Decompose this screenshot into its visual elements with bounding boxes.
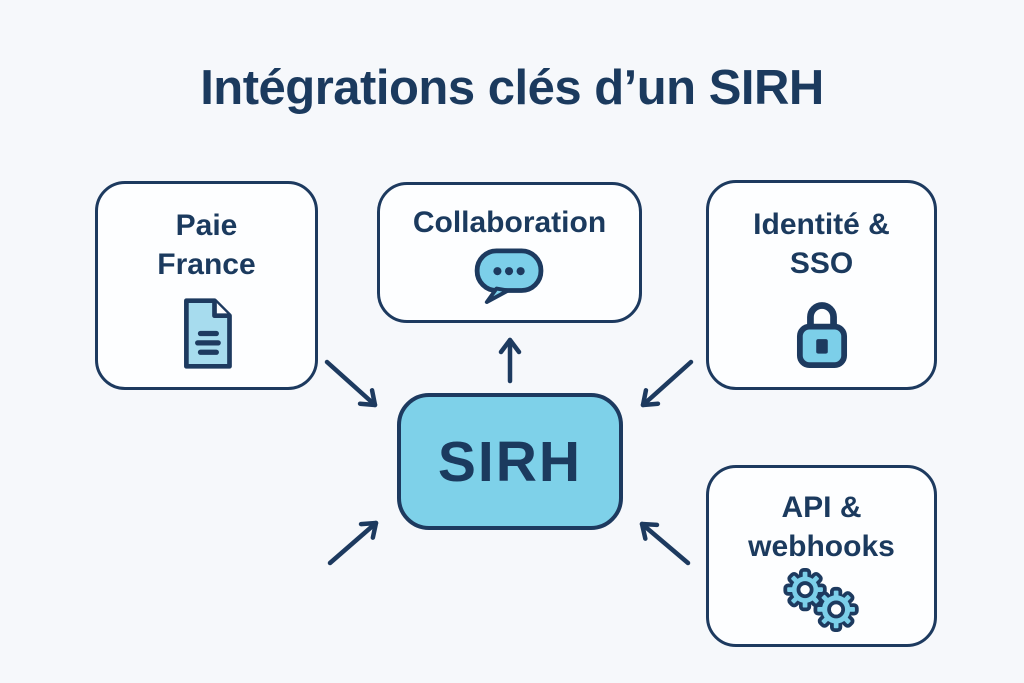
node-api-webhooks-label: API & webhooks (748, 491, 895, 563)
sirh-center-node: SIRH (397, 393, 623, 530)
page-title: Intégrations clés d’un SIRH (200, 61, 824, 115)
document-icon (183, 298, 232, 369)
node-paie-france: Paie France (95, 181, 318, 390)
gears-icon (782, 568, 859, 632)
node-collaboration-label: Collaboration (412, 206, 607, 239)
node-identite-sso: Identité & SSO (706, 180, 937, 390)
arrow-bottomleft-to-sirh (327, 520, 379, 566)
sirh-label: SIRH (437, 429, 583, 494)
node-api-webhooks: API & webhooks (706, 465, 937, 647)
arrow-paie-to-sirh (324, 359, 378, 408)
node-paie-france-label: Paie France (157, 209, 256, 281)
lock-icon (796, 302, 847, 369)
chat-bubble-icon (474, 248, 543, 305)
arrow-api-to-sirh (639, 521, 691, 566)
node-identite-sso-label: Identité & SSO (753, 208, 890, 280)
arrow-sso-to-sirh (640, 359, 694, 408)
node-collaboration: Collaboration (377, 182, 642, 323)
